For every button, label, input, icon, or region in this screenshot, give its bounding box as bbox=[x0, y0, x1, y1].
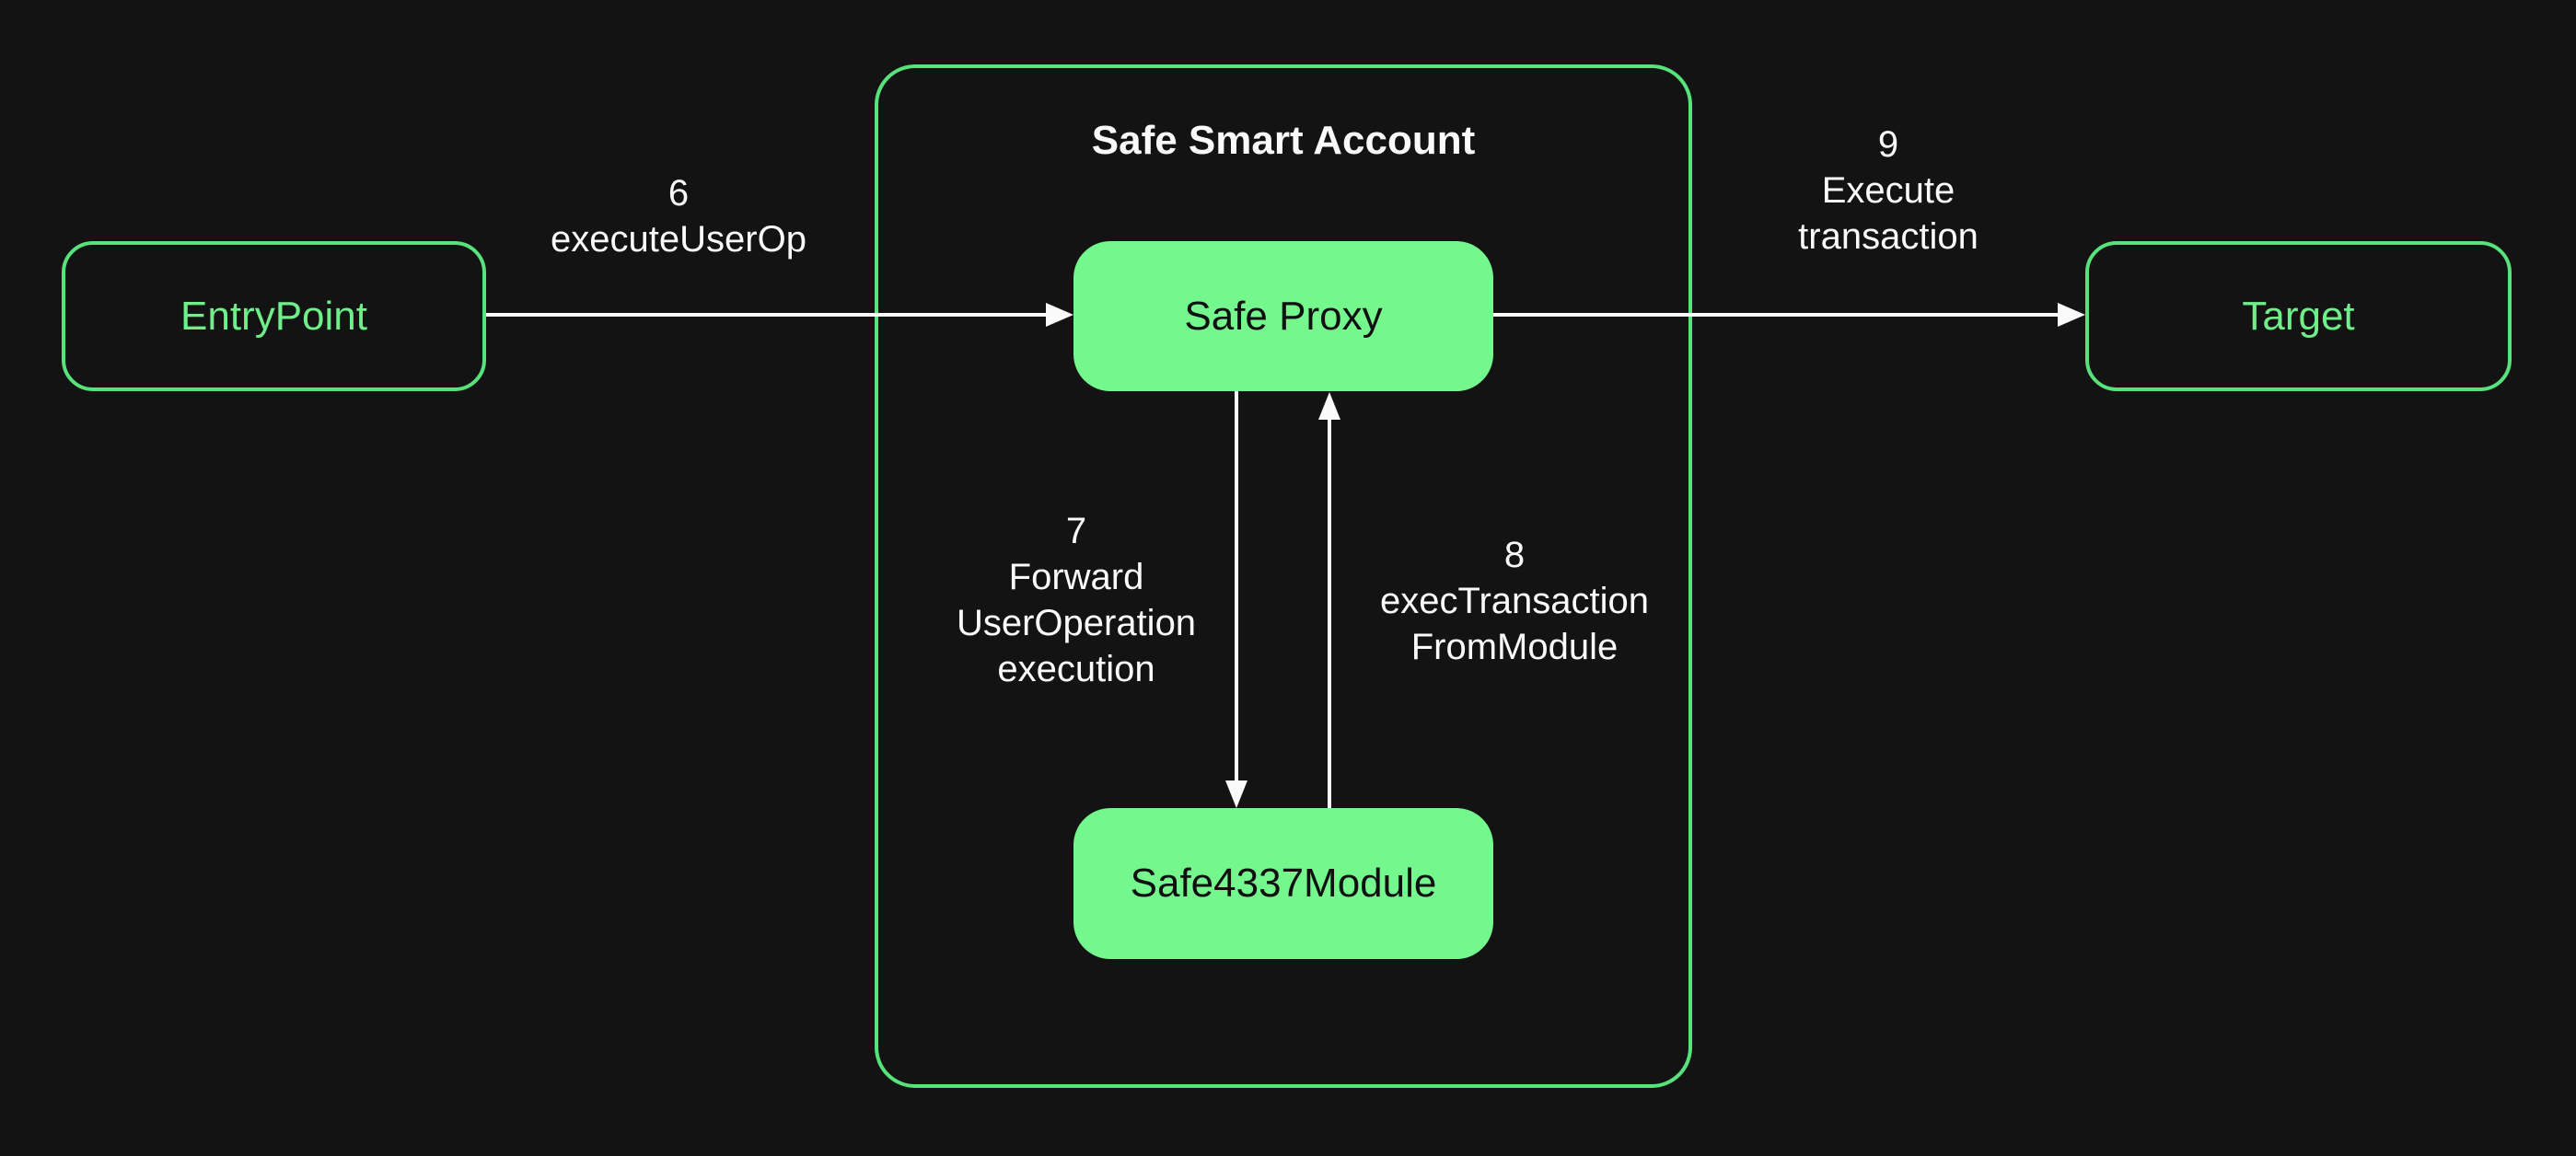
entrypoint-node: EntryPoint bbox=[62, 241, 486, 391]
safe-smart-account-title: Safe Smart Account bbox=[1091, 118, 1476, 163]
edge6-label: 6 executeUserOp bbox=[551, 173, 806, 260]
target-node-label: Target bbox=[2242, 293, 2355, 339]
edge7-line-proxy-to-module bbox=[1235, 391, 1238, 782]
target-node: Target bbox=[2085, 241, 2512, 391]
safe4337module-node-label: Safe4337Module bbox=[1130, 861, 1437, 906]
safe-proxy-node-label: Safe Proxy bbox=[1184, 293, 1383, 339]
edge7-arrowhead-icon bbox=[1225, 780, 1247, 808]
safe-proxy-node: Safe Proxy bbox=[1073, 241, 1493, 391]
edge7-label: 7 Forward UserOperation execution bbox=[956, 511, 1197, 689]
edge9-arrowhead-icon bbox=[2058, 303, 2085, 327]
safe4337module-node: Safe4337Module bbox=[1073, 808, 1493, 959]
entrypoint-node-label: EntryPoint bbox=[180, 293, 367, 339]
edge9-line-proxy-to-target bbox=[1493, 313, 2060, 317]
edge6-arrowhead-icon bbox=[1046, 303, 1073, 327]
edge8-line-module-to-proxy bbox=[1328, 416, 1331, 808]
edge9-label: 9 Execute transaction bbox=[1798, 124, 1978, 257]
safe-smart-account-container bbox=[875, 64, 1692, 1088]
edge8-label: 8 execTransaction FromModule bbox=[1380, 535, 1649, 667]
edge8-arrowhead-icon bbox=[1318, 392, 1340, 420]
edge6-line-entrypoint-to-proxy bbox=[486, 313, 1048, 317]
